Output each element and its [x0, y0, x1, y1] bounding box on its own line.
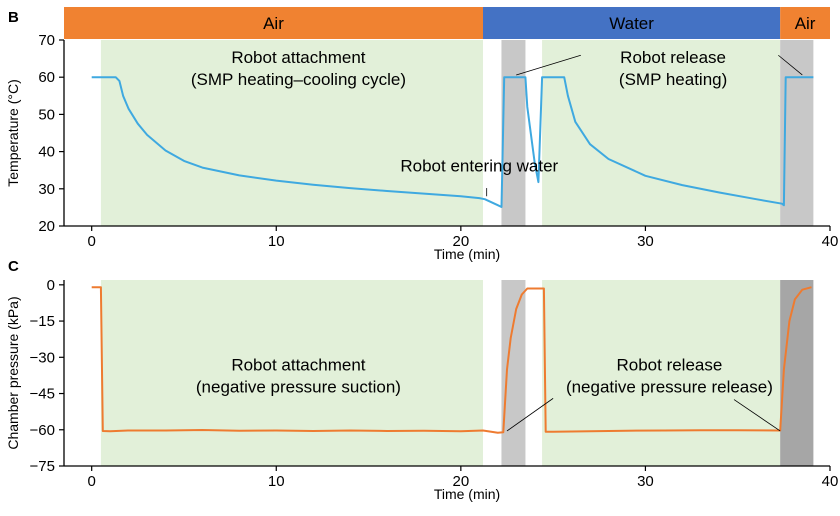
annotation-leader-line	[733, 399, 781, 432]
y-tick-label: −45	[30, 386, 55, 403]
y-tick-label: −15	[30, 313, 55, 330]
annotation-text: (negative pressure suction)	[196, 378, 401, 397]
phase-shading	[100, 40, 483, 226]
x-tick-label: 10	[268, 233, 285, 250]
environment-band	[482, 7, 781, 39]
phase-shading	[501, 40, 526, 226]
annotation-text: Robot release	[616, 356, 722, 375]
x-axis-label: Time (min)	[434, 246, 500, 262]
data-series-line	[91, 286, 812, 434]
x-tick-label: 20	[452, 473, 469, 490]
phase-shading	[542, 40, 781, 226]
y-tick-label: −30	[30, 349, 55, 366]
y-tick-label: 30	[38, 181, 55, 198]
y-tick-label: 40	[38, 144, 55, 161]
x-axis-label: Time (min)	[434, 486, 500, 502]
phase-shading	[501, 280, 526, 466]
annotation-leader-line	[778, 54, 803, 76]
phase-shading	[542, 280, 781, 466]
annotation-text: Robot attachment	[231, 356, 365, 375]
x-tick-label: 40	[822, 473, 839, 490]
environment-band	[780, 7, 830, 39]
phase-shading	[100, 280, 483, 466]
annotation-leader-line	[506, 398, 554, 432]
y-tick-label: 20	[38, 218, 55, 235]
y-tick-label: 50	[38, 106, 55, 123]
x-tick-label: 20	[452, 233, 469, 250]
x-tick-label: 30	[637, 233, 654, 250]
x-tick-label: 10	[268, 473, 285, 490]
x-tick-label: 40	[822, 233, 839, 250]
environment-band-label: Water	[609, 14, 654, 33]
y-tick-label: 70	[38, 32, 55, 49]
y-tick-label: 0	[47, 277, 55, 294]
x-tick-label: 0	[88, 473, 96, 490]
environment-band-label: Air	[795, 14, 816, 33]
y-axis-label: Temperature (°C)	[5, 79, 21, 187]
phase-shading	[780, 280, 814, 466]
environment-band-label: Air	[263, 14, 284, 33]
environment-band	[64, 7, 483, 39]
annotation-text: Robot attachment	[231, 48, 365, 67]
x-tick-label: 30	[637, 473, 654, 490]
y-axis-label: Chamber pressure (kPa)	[5, 296, 21, 449]
annotation-text: Robot entering water	[400, 156, 558, 175]
y-tick-label: −75	[30, 458, 55, 475]
panel-c-label: C	[8, 258, 19, 275]
annotation-leader-line	[516, 54, 581, 76]
annotation-text: Robot release	[620, 48, 726, 67]
y-tick-label: −60	[30, 422, 55, 439]
annotation-text: (SMP heating)	[619, 70, 727, 89]
y-tick-label: 60	[38, 69, 55, 86]
data-series-line	[91, 76, 814, 208]
annotation-text: (negative pressure release)	[566, 378, 773, 397]
annotation-text: (SMP heating–cooling cycle)	[191, 70, 406, 89]
x-tick-label: 0	[88, 233, 96, 250]
panel-b-label: B	[8, 9, 19, 26]
